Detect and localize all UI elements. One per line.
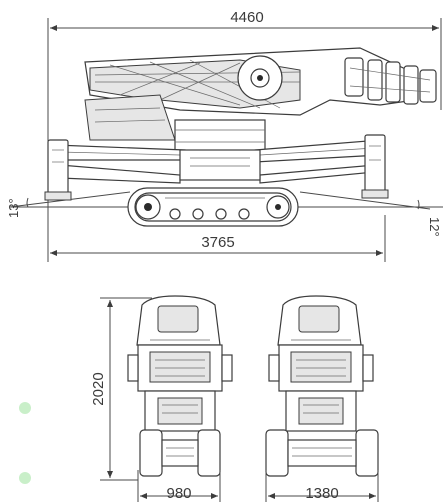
crane-front-view-wide: [265, 295, 379, 477]
width-max-label: 1380: [305, 485, 338, 502]
angle-left-label: 13°: [6, 198, 21, 218]
width-max-dimension: 1380: [265, 470, 379, 502]
width-min-label: 980: [166, 485, 191, 502]
width-min-dimension: 980: [137, 470, 221, 502]
overall-length-dimension: 4460: [47, 9, 442, 150]
height-label: 2020: [90, 372, 107, 405]
track-length-dimension: 3765: [47, 190, 386, 262]
decor-dot: [19, 472, 31, 484]
crane-front-view-narrow: [127, 295, 233, 477]
overall-length-label: 4460: [230, 9, 263, 26]
crane-side-view: [44, 47, 437, 227]
track-length-label: 3765: [201, 234, 234, 251]
angle-right-label: 12°: [427, 217, 442, 237]
height-dimension: 2020: [90, 297, 152, 481]
decor-dot: [19, 402, 31, 414]
